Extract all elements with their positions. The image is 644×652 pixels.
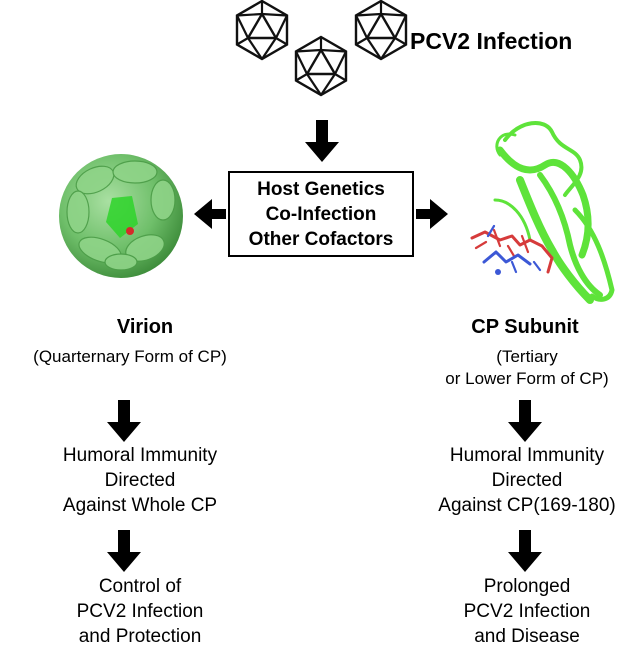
cofactors-box: Host Genetics Co-Infection Other Cofacto… — [228, 171, 414, 257]
text-line: Against Whole CP — [62, 495, 218, 516]
text-line: and Protection — [78, 626, 202, 647]
right-step2: Prolonged PCV2 Infection and Disease — [410, 574, 644, 649]
left-step2: Control of PCV2 Infection and Protection — [20, 574, 260, 649]
text-line: PCV2 Infection — [76, 601, 204, 622]
cp-subunit-subtitle: (Tertiary or Lower Form of CP) — [410, 346, 644, 390]
arrow-down-icon — [508, 530, 542, 572]
infection-title: PCV2 Infection — [410, 28, 573, 54]
text-line: Against CP(169-180) — [438, 495, 616, 516]
arrow-left-icon — [194, 199, 226, 229]
virion-heading: Virion — [116, 316, 174, 338]
text-line: and Disease — [474, 626, 580, 647]
arrow-down-icon — [107, 530, 141, 572]
icosahedron-icon — [354, 0, 408, 61]
arrow-down-icon — [305, 120, 339, 162]
virion-structure-image — [59, 154, 183, 278]
virion-subtitle: (Quarternary Form of CP) — [33, 347, 227, 366]
arrow-right-icon — [416, 199, 448, 229]
text-line: Directed — [104, 470, 176, 491]
cp-subunit-heading: CP Subunit — [471, 316, 579, 338]
text-line: Humoral Immunity — [62, 445, 218, 466]
text-line: Humoral Immunity — [449, 445, 605, 466]
right-step1: Humoral Immunity Directed Against CP(169… — [410, 443, 644, 518]
icosahedron-icon — [294, 35, 348, 97]
cp-subunit-structure-image — [470, 120, 615, 304]
text-line: Prolonged — [483, 576, 571, 597]
left-step1: Humoral Immunity Directed Against Whole … — [20, 443, 260, 518]
text-line: (Tertiary — [496, 347, 558, 366]
box-line: Co-Infection — [265, 203, 377, 225]
icosahedron-icon — [235, 0, 289, 61]
arrow-down-icon — [508, 400, 542, 442]
box-line: Other Cofactors — [248, 228, 394, 250]
text-line: PCV2 Infection — [463, 601, 591, 622]
text-line: Directed — [491, 470, 563, 491]
text-line: Control of — [98, 576, 182, 597]
arrow-down-icon — [107, 400, 141, 442]
text-line: or Lower Form of CP) — [445, 369, 609, 388]
box-line: Host Genetics — [257, 178, 385, 200]
